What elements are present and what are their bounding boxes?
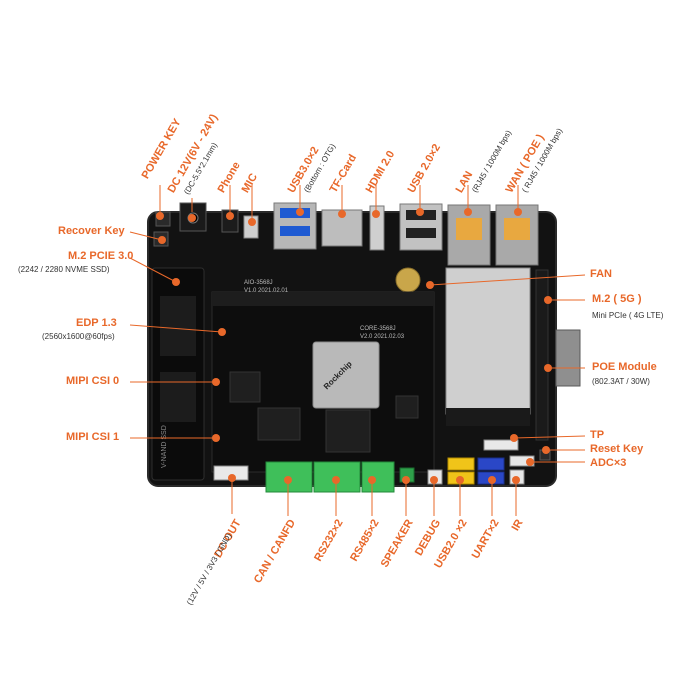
label-recover-key: Recover Key	[58, 225, 125, 237]
ssd-label: V-NAND SSD	[161, 425, 168, 468]
ram-chip-1	[229, 371, 261, 403]
label-m2-pcie: M.2 PCIE 3.0	[68, 250, 134, 262]
label-fan: FAN	[590, 268, 612, 280]
adc-header	[509, 455, 535, 467]
label-tp: TP	[590, 429, 605, 441]
label-m2-5g: M.2 ( 5G )	[592, 293, 642, 305]
right-header	[535, 269, 549, 441]
soc-chip	[312, 341, 380, 409]
label-adc: ADC×3	[590, 457, 627, 469]
usb2-header-1	[447, 457, 475, 471]
so-dimm-edge	[212, 292, 434, 306]
ssd-chip-2	[160, 372, 196, 422]
ram-chip-2	[257, 407, 301, 441]
m2-5g-socket	[446, 408, 530, 426]
m2-5g-module	[445, 267, 531, 415]
tp-header	[483, 439, 519, 451]
label-edp: EDP 1.3	[76, 317, 117, 329]
label-mipi-csi0: MIPI CSI 0	[66, 375, 120, 387]
ssd-chip-1	[160, 296, 196, 356]
label-poe-sub: (802.3AT / 30W)	[592, 377, 650, 386]
terminal-can	[265, 461, 313, 493]
uart-header-1	[477, 457, 505, 471]
board-version-text: V1.0 2021.02.01	[244, 288, 289, 294]
usb3-port-top	[280, 208, 310, 218]
wan-port-mouth	[504, 218, 530, 240]
label-m2-pcie-sub: (2242 / 2280 NVME SSD)	[18, 265, 110, 274]
emmc-chip	[325, 409, 371, 453]
lan-port-mouth	[456, 218, 482, 240]
usb2-port-2	[406, 228, 436, 238]
callout-markers	[129, 185, 586, 516]
callout-dots	[156, 208, 552, 484]
label-reset-key: Reset Key	[590, 443, 644, 455]
label-poe: POE Module	[592, 361, 657, 373]
terminal-rs485	[361, 461, 395, 493]
core-model-text: CORE-3568J	[360, 326, 396, 332]
label-m2-5g-sub: Mini PCIe ( 4G LTE)	[592, 311, 664, 320]
board-model-text: AIO-3568J	[244, 280, 273, 286]
poe-module	[555, 329, 581, 387]
pmic-chip	[395, 395, 419, 419]
dc-jack	[179, 202, 207, 232]
label-edp-sub: (2560x1600@60fps)	[42, 332, 115, 341]
usb3-port-bottom	[280, 226, 310, 236]
core-version-text: V2.0 2021.02.03	[360, 334, 405, 340]
label-mipi-csi1: MIPI CSI 1	[66, 431, 120, 443]
rtc-battery	[395, 267, 421, 293]
